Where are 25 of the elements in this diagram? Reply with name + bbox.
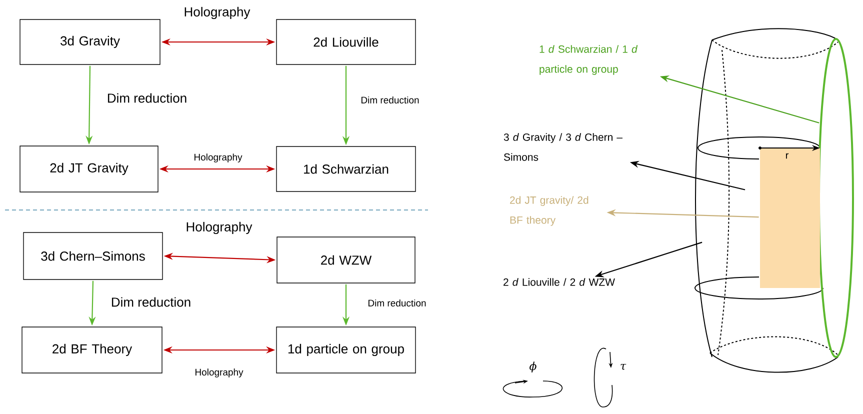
rotation-label: ϕ bbox=[530, 362, 536, 372]
edge-label: Dim reduction bbox=[112, 297, 190, 307]
edge-label: Holography bbox=[186, 222, 252, 234]
edge-label: Holography bbox=[184, 6, 250, 20]
process-box: 3d Gravity bbox=[20, 19, 160, 65]
callout-text: 2 d Liouville / 2 d WZW bbox=[504, 278, 615, 286]
callout-text: 3 d Gravity / 3 d Chern – Simons bbox=[504, 133, 622, 161]
shaded-strip bbox=[760, 148, 820, 288]
edge-label: Dim reduction bbox=[108, 93, 186, 103]
process-box: 1d particle on group bbox=[276, 326, 416, 374]
edge-label: Dim reduction bbox=[368, 300, 426, 306]
process-box: 2d Liouville bbox=[276, 19, 416, 65]
process-box: 2d WZW bbox=[276, 236, 416, 284]
callout-text: 2d JT gravity/ 2d BF theory bbox=[510, 196, 588, 226]
rotation-label: τ bbox=[620, 364, 626, 370]
process-box: 2d BF Theory bbox=[22, 326, 162, 374]
process-box: 1d Schwarzian bbox=[276, 146, 416, 192]
process-box: 3d Chern–Simons bbox=[23, 232, 163, 280]
edge-label: Holography bbox=[196, 368, 244, 378]
boundary-ellipse bbox=[818, 38, 854, 358]
process-box: 2d JT Gravity bbox=[20, 146, 158, 192]
callout-text: 1 d Schwarzian / 1 d particle on group bbox=[540, 45, 638, 75]
edge-label: Holography bbox=[194, 154, 242, 162]
radius-label: r bbox=[786, 153, 788, 159]
edge-label: Dim reduction bbox=[361, 96, 419, 104]
